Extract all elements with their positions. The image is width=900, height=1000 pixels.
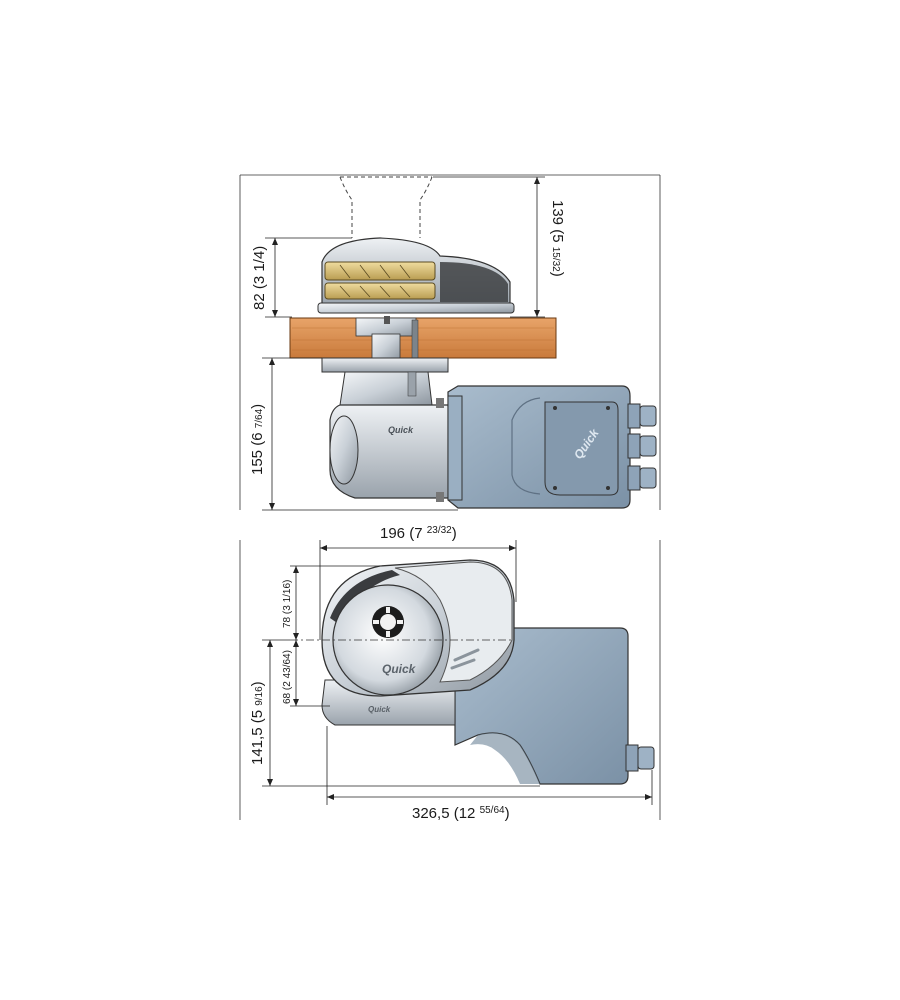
frame-lines bbox=[239, 174, 661, 820]
motor-curve bbox=[511, 397, 541, 495]
terminal-cover bbox=[544, 401, 619, 496]
flange bbox=[321, 357, 449, 373]
elevation-dimension-lines bbox=[262, 176, 545, 511]
gearbox bbox=[329, 404, 453, 499]
plan-hood bbox=[394, 561, 513, 683]
dim-326-5: 326,5 (12 55/64) bbox=[412, 805, 510, 822]
plan-view: Quick Quick bbox=[290, 559, 655, 785]
dim-82: 82 (3 1/4) bbox=[251, 246, 268, 310]
chain-outline-dashed bbox=[339, 176, 433, 238]
drum-upper bbox=[324, 261, 436, 281]
dim-78: 78 (3 1/16) bbox=[282, 580, 293, 628]
plan-motor-shade bbox=[470, 732, 540, 784]
motor-flange bbox=[447, 395, 463, 501]
dim-139: 139 (5 15/32) bbox=[549, 200, 566, 277]
elevation-view: Quick Quick bbox=[289, 176, 657, 509]
gear-column bbox=[339, 371, 433, 406]
cable-glands bbox=[627, 403, 657, 491]
base-plate bbox=[317, 302, 515, 314]
gearbox-cap bbox=[329, 415, 359, 485]
plan-dimension-lines bbox=[262, 540, 653, 805]
shaft bbox=[371, 333, 401, 361]
svg-text:Quick: Quick bbox=[368, 705, 391, 714]
dim-141-5: 141,5 (5 9/16) bbox=[249, 681, 266, 765]
dim-196: 196 (7 23/32) bbox=[380, 525, 457, 542]
gearbox-logo: Quick bbox=[388, 425, 414, 435]
plan-logo: Quick bbox=[382, 662, 417, 676]
cover-side bbox=[440, 262, 508, 302]
drum-lower bbox=[324, 282, 436, 300]
deck-wood bbox=[289, 317, 557, 359]
dim-155: 155 (6 7/64) bbox=[249, 404, 266, 475]
dim-68: 68 (2 43/64) bbox=[282, 650, 293, 704]
